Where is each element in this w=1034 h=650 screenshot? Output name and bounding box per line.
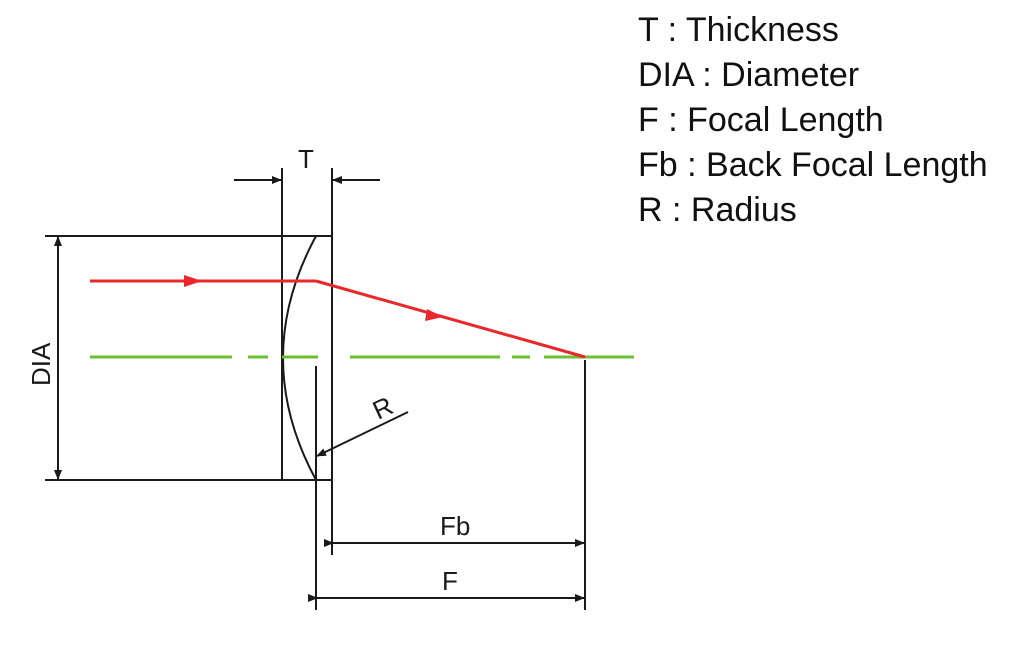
radius-leader [316, 411, 409, 457]
thickness-dimension [234, 168, 380, 480]
legend-item-thickness: T : Thickness [638, 11, 839, 49]
legend-item-focal-length: F : Focal Length [638, 101, 884, 139]
ray-arrow-incoming-icon [184, 275, 202, 287]
back-focal-length-label: Fb [440, 511, 470, 541]
refracted-ray [315, 279, 586, 359]
diameter-label: DIA [26, 342, 56, 386]
focal-length-label: F [442, 566, 458, 596]
light-ray [90, 279, 586, 359]
legend: T : Thickness DIA : Diameter F : Focal L… [638, 8, 988, 233]
diameter-dimension [45, 235, 316, 481]
legend-item-back-focal-length: Fb : Back Focal Length [638, 146, 988, 184]
thickness-label: T [298, 144, 314, 174]
legend-item-radius: R : Radius [638, 191, 797, 229]
ray-arrow-refracted-icon [425, 309, 443, 321]
legend-item-diameter: DIA : Diameter [638, 56, 860, 94]
